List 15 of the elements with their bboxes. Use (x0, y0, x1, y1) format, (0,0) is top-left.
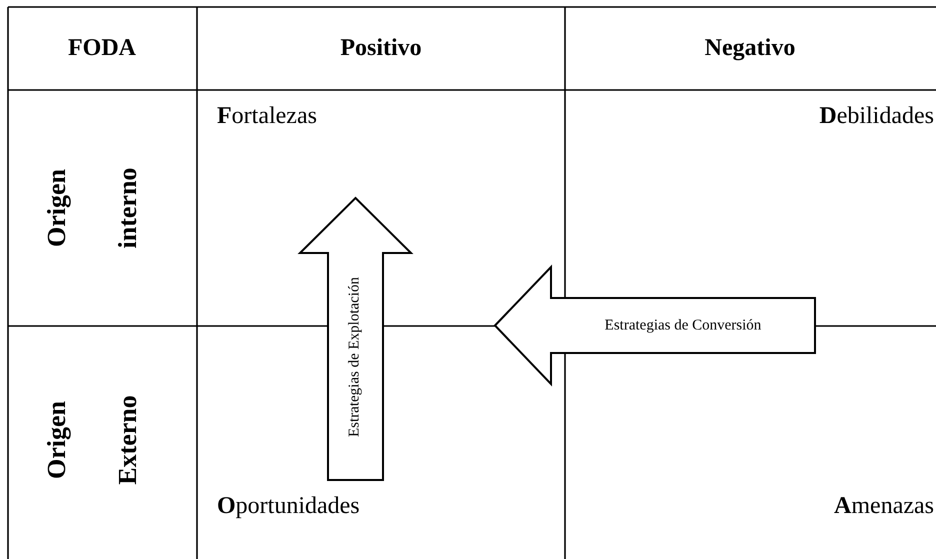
column-header: Negativo (704, 36, 796, 60)
row-header: Origen (44, 169, 70, 247)
arrow-label: Estrategias de Explotación (348, 277, 362, 437)
column-header: FODA (68, 36, 136, 60)
row-header: interno (115, 168, 141, 248)
row-header: Origen (44, 401, 70, 479)
block-arrow (495, 267, 815, 384)
block-arrow (300, 198, 411, 480)
quadrant-title: Debilidades (819, 104, 934, 128)
row-header: Externo (115, 395, 141, 485)
quadrant-title: Oportunidades (217, 494, 360, 518)
arrow-label: Estrategias de Conversión (604, 318, 762, 334)
quadrant-title: Amenazas (834, 494, 934, 518)
column-header: Positivo (340, 36, 422, 60)
quadrant-title: Fortalezas (217, 104, 317, 128)
